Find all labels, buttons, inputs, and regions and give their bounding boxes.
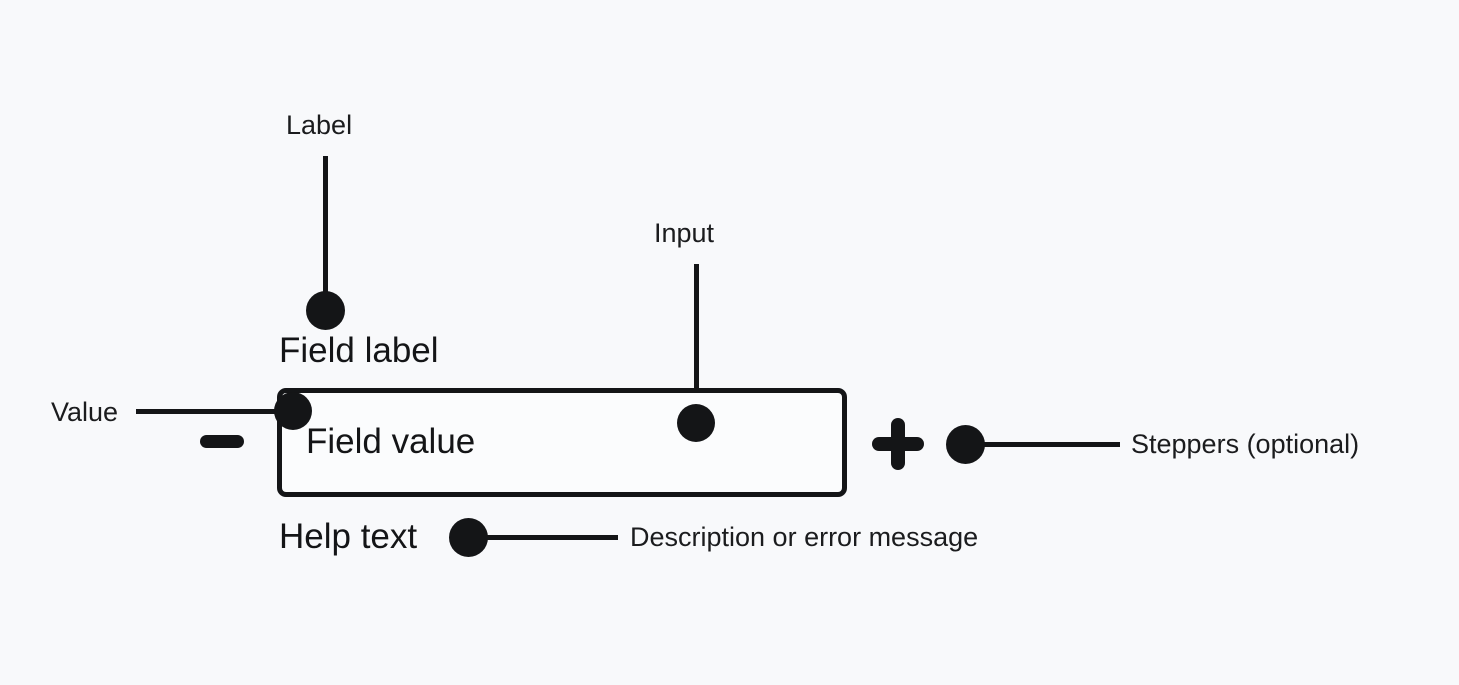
field-label-text: Field label: [279, 331, 439, 370]
plus-icon-vertical-bar: [891, 418, 905, 470]
annotation-label: Label: [286, 110, 353, 140]
connector-dot-steppers: [946, 425, 985, 464]
leader-line-help-text: [484, 535, 618, 540]
leader-line-steppers: [980, 442, 1120, 447]
input-field-box[interactable]: [277, 388, 847, 497]
minus-stepper-icon[interactable]: [200, 435, 244, 448]
annotation-input: Input: [654, 218, 715, 248]
annotation-value: Value: [51, 397, 119, 427]
connector-dot-input: [677, 404, 715, 442]
leader-line-input: [694, 264, 699, 429]
field-value-text: Field value: [306, 422, 476, 461]
annotation-description: Description or error message: [630, 522, 979, 552]
leader-line-label: [323, 156, 328, 302]
connector-dot-label: [306, 291, 345, 330]
plus-stepper-icon[interactable]: [872, 418, 924, 470]
help-text-label: Help text: [279, 517, 418, 556]
annotation-steppers: Steppers (optional): [1131, 429, 1360, 459]
connector-dot-value: [274, 392, 312, 430]
leader-line-value: [136, 409, 292, 414]
connector-dot-help-text: [449, 518, 488, 557]
